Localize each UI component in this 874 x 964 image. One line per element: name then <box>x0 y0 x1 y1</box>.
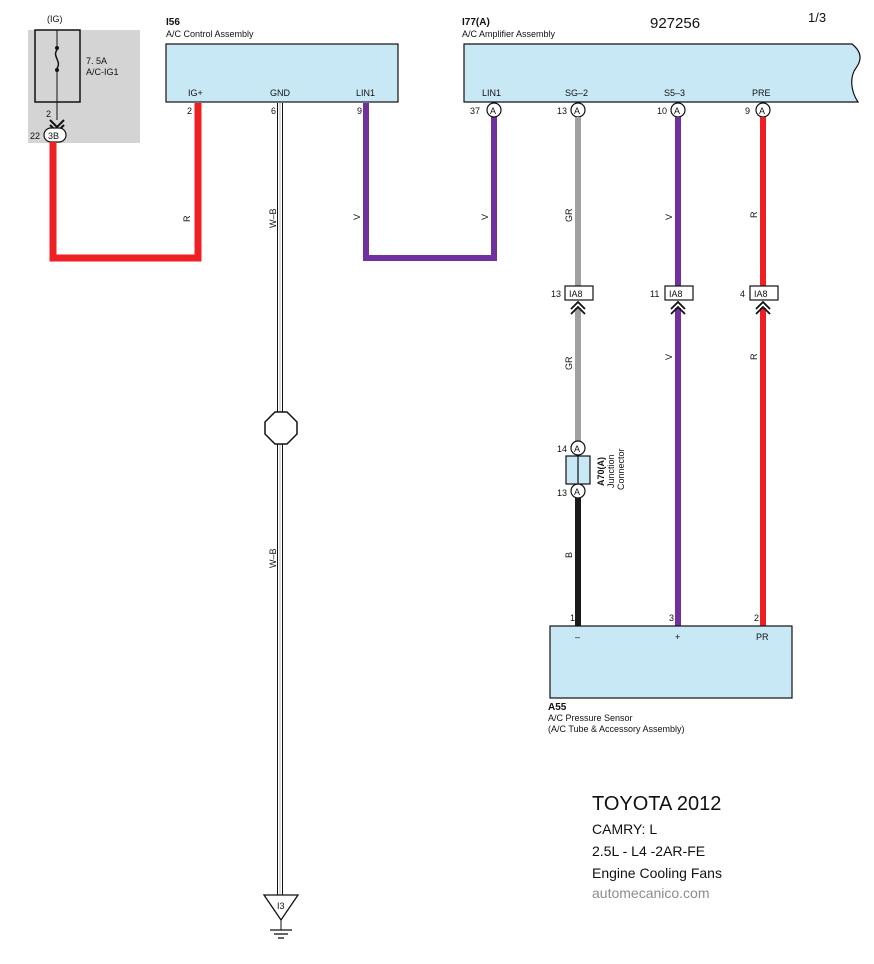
fuse-group-label: (IG) <box>47 14 63 24</box>
fuse-pin: 2 <box>46 109 51 119</box>
terminal-pin: 6 <box>271 106 276 116</box>
junction-name: Junction <box>606 454 616 488</box>
sensor-id: A55 <box>548 702 567 713</box>
ground-point: I3 <box>262 894 300 939</box>
sensor-terminal-label: – <box>575 632 580 642</box>
ia8-box <box>749 285 779 301</box>
junction-connector: 14 A 13 A A70(A) Junction Connector <box>557 440 626 499</box>
connector-a-marker <box>486 102 502 118</box>
vehicle-info: TOYOTA 2012 CAMRY: L 2.5L - L4 -2AR-FE E… <box>592 793 722 901</box>
control-assembly-name: A/C Control Assembly <box>166 29 254 39</box>
vehicle-brand: TOYOTA 2012 <box>592 793 721 815</box>
wire-label-v-4: V <box>664 354 674 360</box>
junction-pin-bottom: 13 <box>557 488 567 498</box>
wire-label-r-3: R <box>749 353 759 360</box>
page-number: 1/3 <box>808 10 826 25</box>
amplifier-id: I77(A) <box>462 17 490 28</box>
sensor-terminal-label: + <box>675 632 680 642</box>
wire-label-r-1: R <box>182 215 192 222</box>
sensor-pin: 1 <box>570 613 575 623</box>
terminal-label: LIN1 <box>482 88 501 98</box>
ia8-box <box>564 285 594 301</box>
terminal-pin: 9 <box>745 106 750 116</box>
ia8-name: IA8 <box>754 289 768 299</box>
terminal-pin: 10 <box>657 106 667 116</box>
terminal-pin: 9 <box>357 106 362 116</box>
terminal-pin: 37 <box>470 106 480 116</box>
ia8-pin: 11 <box>650 289 659 299</box>
fuse-connector-id: 3B <box>48 131 59 141</box>
connector-chevron-icon <box>670 300 686 315</box>
doc-number: 927256 <box>650 15 700 32</box>
connector-letter: A <box>574 106 580 116</box>
sensor-box <box>549 625 793 699</box>
ia8-name: IA8 <box>569 289 583 299</box>
fuse-block: (IG) 7. 5A A/C-IG1 2 22 3B <box>28 14 140 143</box>
fuse-box-background <box>28 30 140 143</box>
wire-label-wb-2: W–B <box>268 548 278 568</box>
sensor-terminal-label: PR <box>756 632 769 642</box>
terminal-label: IG+ <box>188 88 203 98</box>
ground-id: I3 <box>277 901 285 911</box>
ac-control-assembly: I56 A/C Control Assembly IG+ GND LIN1 2 … <box>165 17 399 116</box>
wire-lin1-violet <box>363 103 497 261</box>
wire-label-b: B <box>564 552 574 558</box>
site-watermark: automecanico.com <box>592 885 710 901</box>
vehicle-engine: 2.5L - L4 -2AR-FE <box>592 843 705 859</box>
junction-pin-top: 14 <box>557 444 567 454</box>
ground-triangle-icon <box>262 894 300 922</box>
ia8-box <box>664 285 694 301</box>
sensor-pin: 2 <box>754 613 759 623</box>
terminal-label: SG–2 <box>565 88 588 98</box>
terminal-label: PRE <box>752 88 771 98</box>
amplifier-name: A/C Amplifier Assembly <box>462 29 556 39</box>
wire-label-gr-1: GR <box>564 208 574 222</box>
ac-amplifier-assembly: I77(A) A/C Amplifier Assembly LIN1 SG–2 … <box>462 17 861 118</box>
junction-a-marker <box>570 440 586 456</box>
junction-name: Connector <box>616 448 626 490</box>
wire-label-v-3: V <box>664 214 674 220</box>
junction-letter: A <box>574 444 580 454</box>
amplifier-box <box>463 43 861 103</box>
terminal-label: S5–3 <box>664 88 685 98</box>
connector-chevron-icon <box>570 300 586 315</box>
sensor-pin: 3 <box>669 613 674 623</box>
junction-letter: A <box>574 487 580 497</box>
wire-label-r-2: R <box>749 211 759 218</box>
wire-label-gr-2: GR <box>564 356 574 370</box>
connector-letter: A <box>759 106 765 116</box>
fuse-name: A/C-IG1 <box>86 67 119 77</box>
terminal-pin: 2 <box>187 106 192 116</box>
ia8-name: IA8 <box>669 289 683 299</box>
fuse-connector-pin: 22 <box>30 131 40 141</box>
terminal-pin: 13 <box>557 106 567 116</box>
wire-ig-red <box>49 103 202 262</box>
terminal-label: GND <box>270 88 291 98</box>
vehicle-system: Engine Cooling Fans <box>592 865 722 881</box>
sensor-subname: (A/C Tube & Accessory Assembly) <box>548 724 685 734</box>
ia8-pin: 13 <box>551 289 561 299</box>
control-assembly-id: I56 <box>166 17 180 28</box>
connector-chevron-icon <box>755 300 771 315</box>
junction-id: A70(A) <box>596 457 606 486</box>
wire-label-v-1: V <box>352 214 362 220</box>
inline-connector-ia8: 13 IA8 11 IA8 4 IA8 <box>551 285 779 315</box>
splice-point-icon <box>264 411 298 445</box>
terminal-label: LIN1 <box>356 88 375 98</box>
fuse-icon <box>54 49 60 69</box>
ac-pressure-sensor: 1 3 2 – + PR A55 A/C Pressure Sensor (A/… <box>548 613 793 734</box>
ia8-pin: 4 <box>740 289 745 299</box>
wire-label-v-2: V <box>480 214 490 220</box>
connector-letter: A <box>490 106 496 116</box>
control-assembly-box <box>165 43 399 103</box>
vehicle-model: CAMRY: L <box>592 821 657 837</box>
sensor-name: A/C Pressure Sensor <box>548 713 633 723</box>
connector-letter: A <box>674 106 680 116</box>
fuse-rating: 7. 5A <box>86 56 107 66</box>
wire-label-wb-1: W–B <box>268 208 278 228</box>
